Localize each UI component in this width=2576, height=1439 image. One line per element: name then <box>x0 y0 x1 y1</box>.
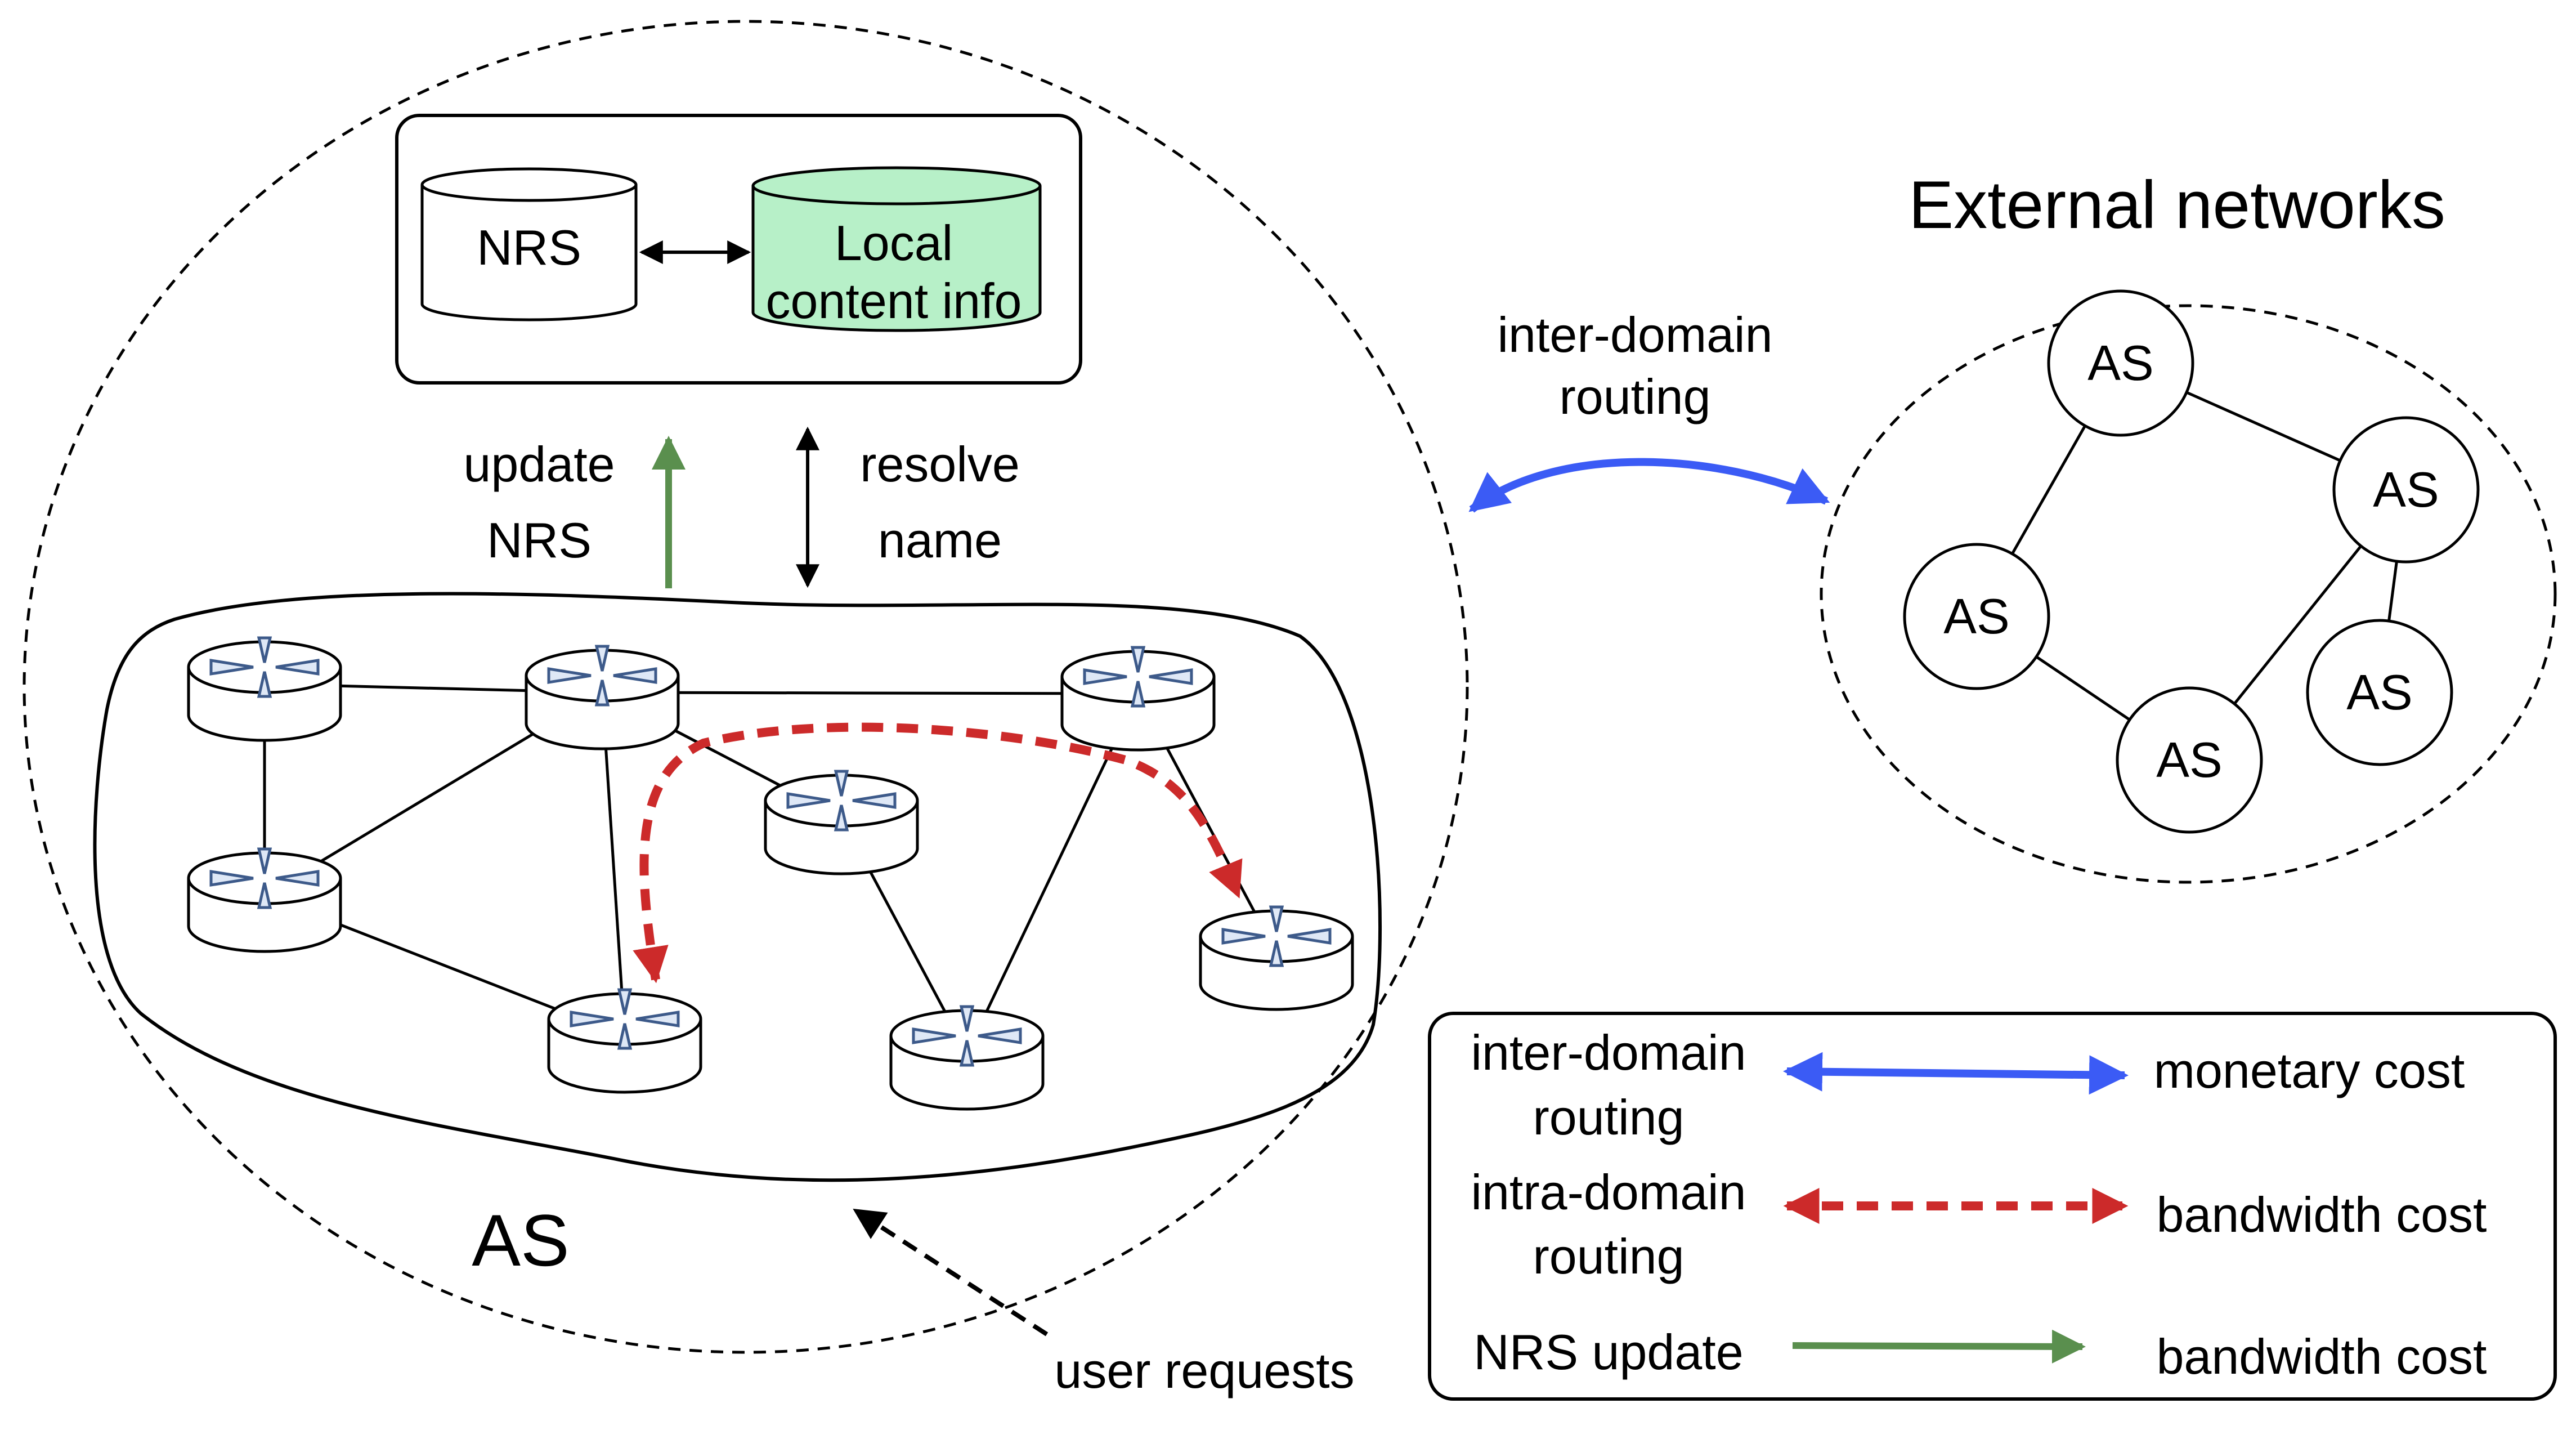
intra-domain-routing-path <box>633 722 1243 984</box>
legend-row-nrs-update: NRS update bandwidth cost <box>1473 1324 2487 1384</box>
svg-text:AS: AS <box>2156 732 2222 788</box>
svg-text:bandwidth cost: bandwidth cost <box>2156 1187 2487 1243</box>
svg-text:monetary cost: monetary cost <box>2154 1043 2465 1098</box>
external-networks-boundary <box>1820 304 2557 884</box>
router-icon <box>526 646 678 749</box>
legend-row-inter-domain: inter-domain routing monetary cost <box>1471 1025 2465 1145</box>
svg-text:AS: AS <box>2346 664 2412 720</box>
external-as-node: AS <box>1903 543 2050 690</box>
user-requests-arrow <box>853 1208 1049 1337</box>
local-content-line2: content info <box>766 273 1022 329</box>
legend-nrs-update-arrow <box>1792 1329 2086 1364</box>
external-as-node: AS <box>2047 289 2194 437</box>
router-icon <box>1200 907 1352 1009</box>
update-label-line1: update <box>463 436 615 492</box>
svg-text:routing: routing <box>1533 1228 1684 1284</box>
local-content-line1: Local <box>835 215 953 271</box>
update-label-line2: NRS <box>487 512 592 568</box>
svg-text:AS: AS <box>2087 335 2153 391</box>
svg-text:AS: AS <box>2373 462 2439 517</box>
legend-row-intra-domain: intra-domain routing bandwidth cost <box>1471 1164 2487 1284</box>
svg-text:routing: routing <box>1533 1089 1684 1145</box>
as-boundary <box>23 20 1469 1354</box>
router-icon <box>189 849 341 951</box>
router-icon <box>765 771 917 874</box>
as-label: AS <box>472 1199 569 1281</box>
external-as-node: AS <box>2306 619 2453 766</box>
external-as-node: AS <box>2332 416 2480 564</box>
router-icon <box>891 1007 1043 1109</box>
external-as-node: AS <box>2116 686 2263 834</box>
inter-domain-label-line2: routing <box>1559 369 1710 424</box>
inter-domain-routing-arrow <box>1468 458 1830 513</box>
intra-domain-network-boundary <box>93 592 1382 1182</box>
resolve-label-line1: resolve <box>860 436 1020 492</box>
inter-domain-label-line1: inter-domain <box>1497 307 1772 363</box>
external-networks-title: External networks <box>1909 167 2445 243</box>
nrs-label: NRS <box>477 220 581 275</box>
router-icon <box>1062 647 1214 750</box>
nrs-database: NRS <box>420 167 638 321</box>
router-icon <box>189 638 341 740</box>
svg-text:NRS update: NRS update <box>1473 1324 1743 1380</box>
local-content-database: Local content info <box>751 166 1042 332</box>
svg-text:inter-domain: inter-domain <box>1471 1025 1746 1080</box>
router-icon <box>549 990 701 1092</box>
user-requests-label: user requests <box>1054 1343 1354 1398</box>
svg-text:intra-domain: intra-domain <box>1471 1164 1746 1220</box>
svg-text:bandwidth cost: bandwidth cost <box>2156 1329 2487 1384</box>
resolve-label-line2: name <box>878 512 1002 568</box>
svg-text:AS: AS <box>1943 588 2009 644</box>
legend-inter-domain-arrow <box>1783 1052 2129 1095</box>
